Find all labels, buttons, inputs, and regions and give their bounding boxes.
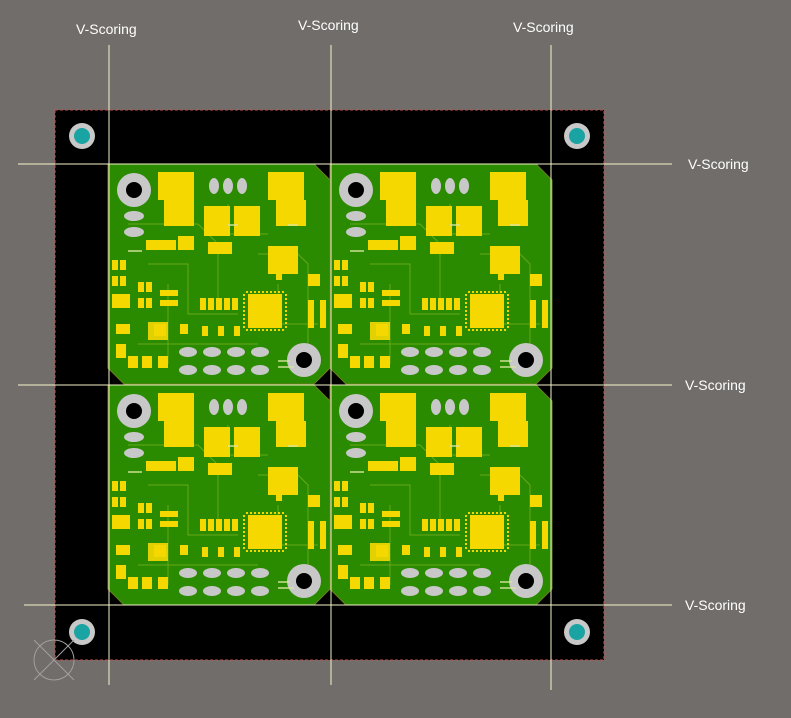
v-scoring-lines (18, 45, 672, 690)
v-scoring-label-right-middle: V-Scoring (685, 377, 746, 393)
v-scoring-label-top-right: V-Scoring (513, 19, 574, 35)
board-top-left (107, 163, 331, 385)
board-bottom-right (329, 384, 553, 606)
fiducial-top-right (564, 123, 590, 149)
board-bottom-left (107, 384, 331, 606)
fiducial-top-left (69, 123, 95, 149)
board-top-right (329, 163, 553, 385)
v-scoring-label-right-bottom: V-Scoring (685, 597, 746, 613)
fiducial-bottom-right (564, 619, 590, 645)
origin-marker-icon (33, 639, 75, 681)
fiducial-bottom-left (69, 619, 95, 645)
v-scoring-label-top-left: V-Scoring (76, 21, 137, 37)
v-scoring-label-top-center: V-Scoring (298, 17, 359, 33)
v-scoring-label-right-top: V-Scoring (688, 156, 749, 172)
